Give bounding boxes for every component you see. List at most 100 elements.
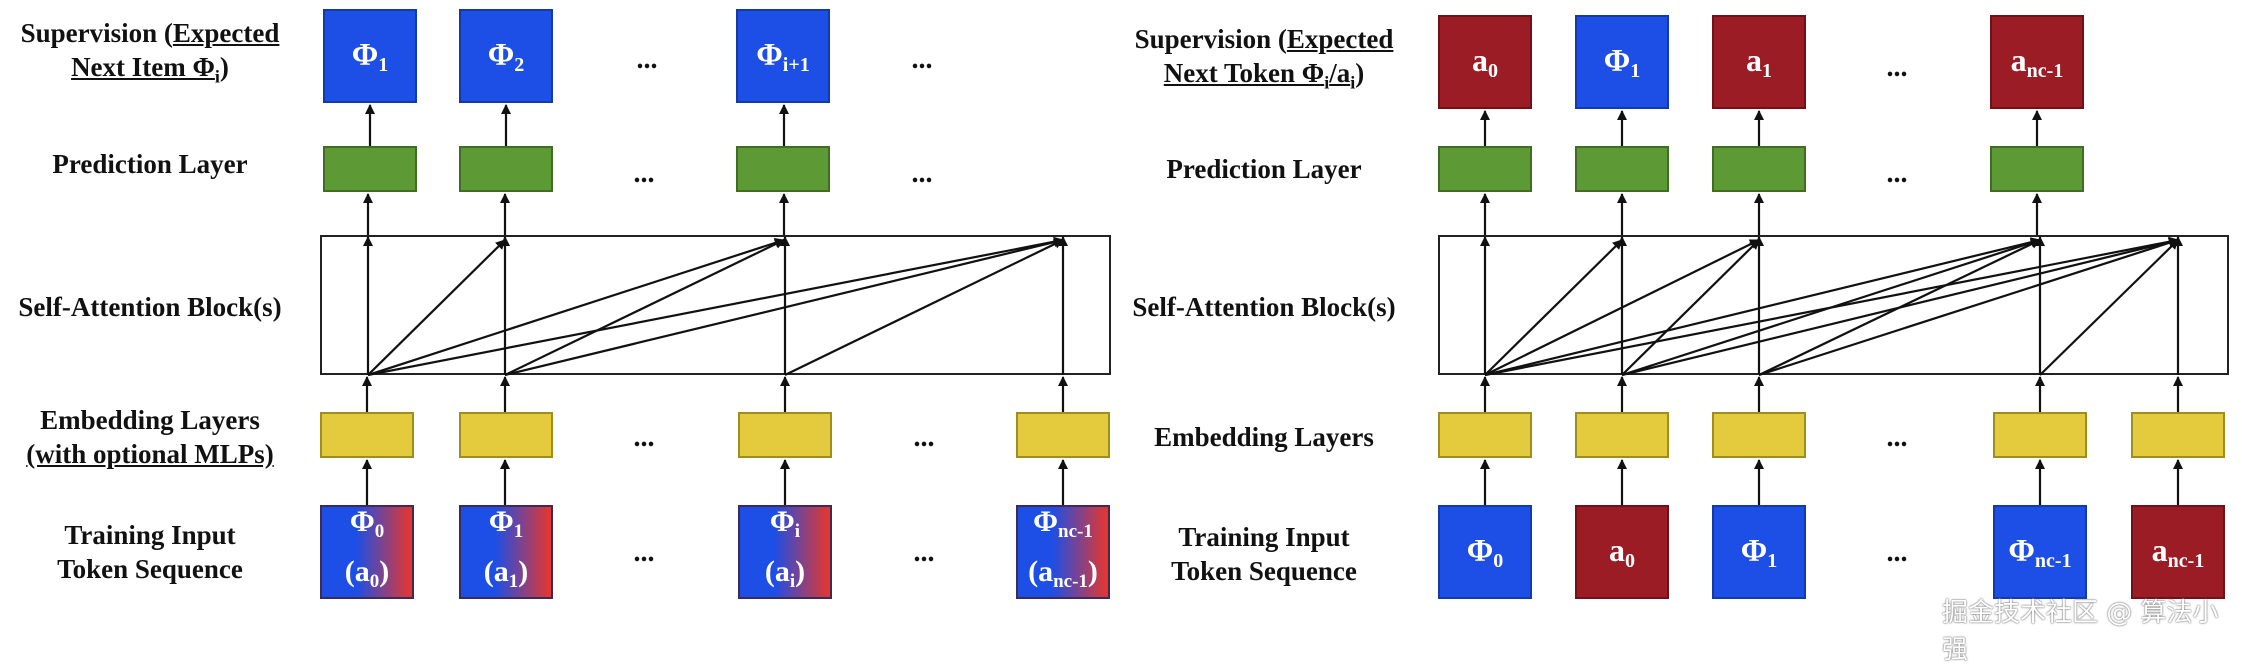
right-embedding-block-4 [1993,412,2087,458]
right-attention-label: Self-Attention Block(s) [1132,292,1396,322]
right-supervision-next-token: Next Token Φi/ai [1164,58,1355,92]
right-input-token-5: anc-1 [2131,505,2225,599]
right-target-ellipsis: ... [1886,52,1908,83]
watermark: 掘金技术社区 @ 算法小强 [1942,598,2219,665]
left-supervision-suffix: ) [219,52,229,82]
left-supervision-next-item: Next Item Φi [71,52,220,86]
right-prediction-ellipsis: ... [1886,158,1908,189]
right-target-2-sub: 1 [1630,59,1641,82]
left-prediction-block-3 [736,146,830,192]
left-prediction-block-1 [323,146,417,192]
left-prediction-ellipsis-1: ... [633,158,655,189]
right-input-token-4-sub: nc-1 [2034,549,2072,572]
left-input-token-4-sub: nc-1 [1058,521,1093,542]
left-input-token-4-abase: (a [1028,555,1054,588]
arrow-15 [504,239,785,376]
right-supervision-next-token-sub: i [1324,72,1330,93]
right-input-token-2-base: a [1609,531,1625,568]
right-target-2-base: Φ [1603,41,1631,78]
left-attention-block [320,235,1111,375]
left-input-token-2-aend: ) [518,555,529,588]
left-input-token-2: Φ1 (a1) [459,505,553,599]
right-embedding-block-5 [2131,412,2225,458]
left-target-1-base: Φ [351,35,379,72]
right-supervision-next-token-sub2: i [1350,72,1356,93]
left-target-3-base: Φ [756,35,783,72]
right-attention-block [1438,235,2229,375]
right-supervision-expected: Expected [1286,24,1394,54]
left-embedding-block-4 [1016,412,1110,458]
left-input-token-4-base: Φ [1033,505,1059,538]
left-input-ellipsis-1: ... [633,537,655,568]
left-target-1: Φ1 [323,9,417,103]
left-embedding-line2: (with optional MLPs) [26,439,274,469]
right-input-token-5-base: a [2151,531,2168,568]
right-input-token-2-sub: 0 [1625,549,1635,572]
left-input-token-4-asub: nc-1 [1053,571,1088,592]
arrow-41 [1484,239,1760,376]
right-target-4: anc-1 [1990,15,2084,109]
right-embedding-block-1 [1438,412,1532,458]
right-input-line2: Token Sequence [1171,556,1357,586]
right-target-4-sub: nc-1 [2026,59,2064,82]
left-embedding-ellipsis-2: ... [913,422,935,453]
left-target-3: Φi+1 [736,9,830,103]
left-input-token-3: Φi (ai) [738,505,832,599]
left-target-ellipsis-2: ... [911,44,933,75]
left-input-line1: Training Input [64,520,236,550]
left-input-token-3-abase: (a [764,555,790,588]
right-prediction-block-4 [1990,146,2084,192]
right-prediction-block-3 [1712,146,1806,192]
right-input-token-4: Φnc-1 [1993,505,2087,599]
right-input-token-1: Φ0 [1438,505,1532,599]
arrow-18 [784,239,1064,376]
right-target-3: a1 [1712,15,1806,109]
right-prediction-block-1 [1438,146,1532,192]
left-input-token-1-base: Φ [349,505,375,538]
left-input-token-1-sub: 0 [374,521,385,542]
left-target-ellipsis-1: ... [636,44,658,75]
left-input-token-1-aend: ) [379,555,390,588]
right-prediction-block-2 [1575,146,1669,192]
left-input-token-2-asub: 1 [508,571,519,592]
left-embedding-block-1 [320,412,414,458]
left-supervision-next-item-text: Next Item Φ [71,52,215,82]
connection-arrows [362,104,2183,505]
left-attention-label: Self-Attention Block(s) [18,292,282,322]
arrow-17 [504,237,1064,377]
arrow-48 [1758,238,2179,377]
left-supervision-label: Supervision (Expected Next Item Φi) [14,16,286,93]
left-input-token-1-asub: 0 [369,571,380,592]
right-prediction-label: Prediction Layer [1166,154,1362,184]
right-target-1-base: a [1472,41,1488,78]
right-input-token-4-base: Φ [2008,531,2035,568]
left-prediction-block-2 [459,146,553,192]
left-supervision-expected: Expected [172,18,280,48]
right-input-token-3: Φ1 [1712,505,1806,599]
arrow-42 [1621,239,1760,376]
left-input-token-3-aend: ) [795,555,806,588]
left-input-token-1: Φ0 (a0) [320,505,414,599]
left-prediction-label: Prediction Layer [52,149,248,179]
right-input-token-3-base: Φ [1740,531,1768,568]
right-input-ellipsis: ... [1886,537,1908,568]
left-input-token-3-asub: i [789,571,796,592]
arrow-40 [1484,239,1623,376]
left-embedding-block-2 [459,412,553,458]
right-supervision-next-token-mid: /a [1329,58,1351,88]
left-target-1-sub: 1 [378,53,389,76]
right-embedding-block-2 [1575,412,1669,458]
left-input-line2: Token Sequence [57,554,243,584]
right-embedding-block-3 [1712,412,1806,458]
left-input-token-1-abase: (a [344,555,370,588]
left-supervision-prefix: Supervision ( [20,18,173,48]
arrow-43 [1484,237,2041,377]
right-target-1-sub: 0 [1488,59,1498,82]
arrow-13 [367,239,506,376]
left-input-token-3-base: Φ [769,505,795,538]
right-supervision-suffix: ) [1355,58,1365,88]
right-target-2: Φ1 [1575,15,1669,109]
left-input-token-4-aend: ) [1087,555,1098,588]
right-embedding-ellipsis: ... [1886,422,1908,453]
right-target-1: a0 [1438,15,1532,109]
